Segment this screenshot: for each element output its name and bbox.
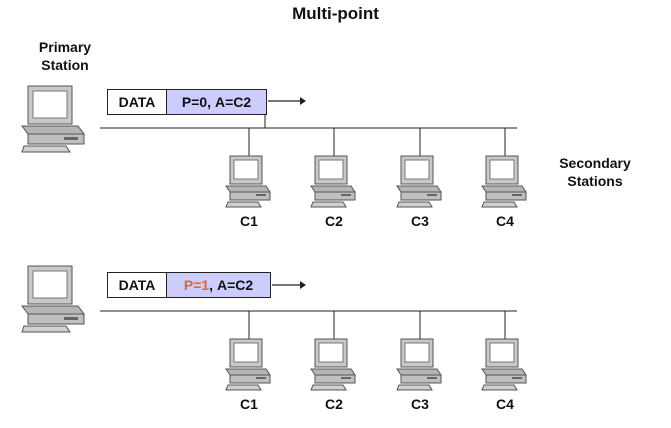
frame-box: DATA P=0, A=C2	[107, 89, 267, 115]
station-name-c1: C1	[240, 396, 258, 412]
secondary-station-icon	[396, 338, 442, 391]
secondary-station-icon	[481, 338, 527, 391]
secondary-station-icon	[396, 155, 442, 208]
frame-control-field: P=1, A=C2	[167, 273, 270, 297]
frame-control-field: P=0, A=C2	[167, 90, 266, 114]
frame-data-field: DATA	[108, 273, 167, 297]
frame-data-field: DATA	[108, 90, 167, 114]
frame-separator: ,	[209, 277, 217, 293]
diagram-title: Multi-point	[292, 4, 379, 23]
poll-bit: P=1	[183, 277, 210, 293]
station-name-c2: C2	[325, 213, 343, 229]
poll-bit: P=0	[181, 94, 208, 110]
panel-2	[21, 265, 527, 391]
station-name-c4: C4	[496, 213, 514, 229]
secondary-station-icon	[481, 155, 527, 208]
primary-station-label: Primary Station	[20, 38, 110, 74]
primary-label-line-2: Station	[41, 57, 89, 73]
arrow-head	[300, 97, 306, 105]
frame-box: DATA P=1, A=C2	[107, 272, 271, 298]
frame-separator: ,	[207, 94, 215, 110]
primary-label-line-1: Primary	[38, 39, 92, 55]
secondary-label-line-2: Stations	[567, 173, 623, 189]
station-name-c3: C3	[411, 396, 429, 412]
secondary-station-icon	[310, 338, 356, 391]
secondary-station-icon	[225, 338, 271, 391]
primary-station-icon	[21, 265, 85, 333]
arrow-head	[300, 281, 306, 289]
station-name-c3: C3	[411, 213, 429, 229]
station-name-c1: C1	[240, 213, 258, 229]
address-field: A=C2	[214, 94, 252, 110]
secondary-station-icon	[225, 155, 271, 208]
secondary-stations-label: Secondary Stations	[540, 154, 650, 190]
station-name-c2: C2	[325, 396, 343, 412]
secondary-label-line-1: Secondary	[559, 155, 631, 171]
station-name-c4: C4	[496, 396, 514, 412]
primary-station-icon	[21, 85, 85, 153]
panel-1	[21, 85, 527, 208]
address-field: A=C2	[216, 277, 254, 293]
secondary-station-icon	[310, 155, 356, 208]
